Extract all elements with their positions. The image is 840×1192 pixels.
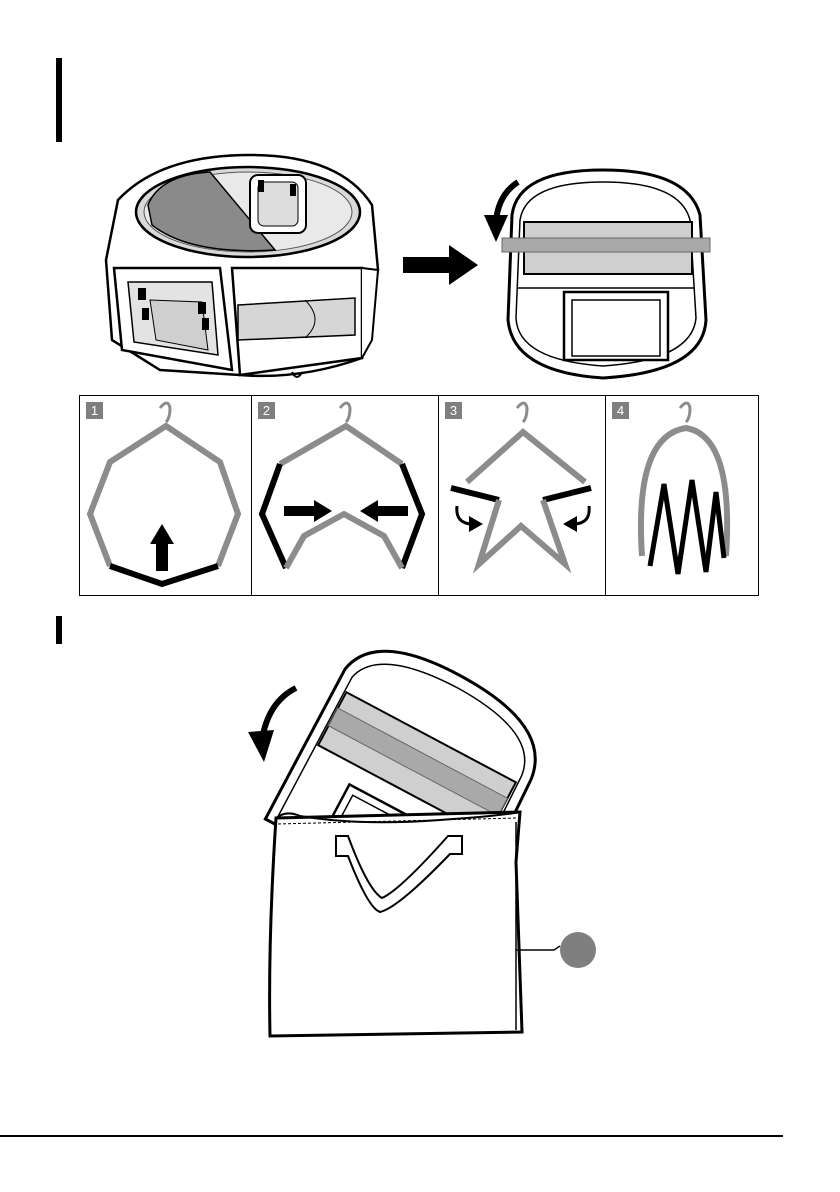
step-number-badge: 2	[258, 402, 275, 419]
folding-step-diagram	[439, 396, 606, 595]
fold-step-4: 4	[606, 396, 758, 595]
carry-case-drawing	[478, 160, 728, 385]
callout-marker	[560, 932, 596, 968]
step-number-badge: 4	[612, 402, 629, 419]
folding-steps-strip: 1 2 3	[79, 395, 759, 596]
fold-step-1: 1	[80, 396, 252, 595]
bag-storage-drawing	[240, 640, 620, 1060]
fold-step-3: 3	[439, 396, 606, 595]
step-number-badge: 3	[445, 402, 462, 419]
playpen-open-drawing	[100, 150, 385, 385]
page-bottom-rule	[0, 1135, 783, 1137]
section-marker-top	[56, 58, 62, 142]
section-marker-middle	[56, 616, 62, 644]
arrow-right-icon	[403, 245, 478, 285]
fold-step-2: 2	[252, 396, 439, 595]
folding-step-diagram	[252, 396, 439, 595]
step-number-badge: 1	[86, 402, 103, 419]
folding-step-diagram	[80, 396, 252, 595]
folding-step-diagram	[606, 396, 758, 595]
